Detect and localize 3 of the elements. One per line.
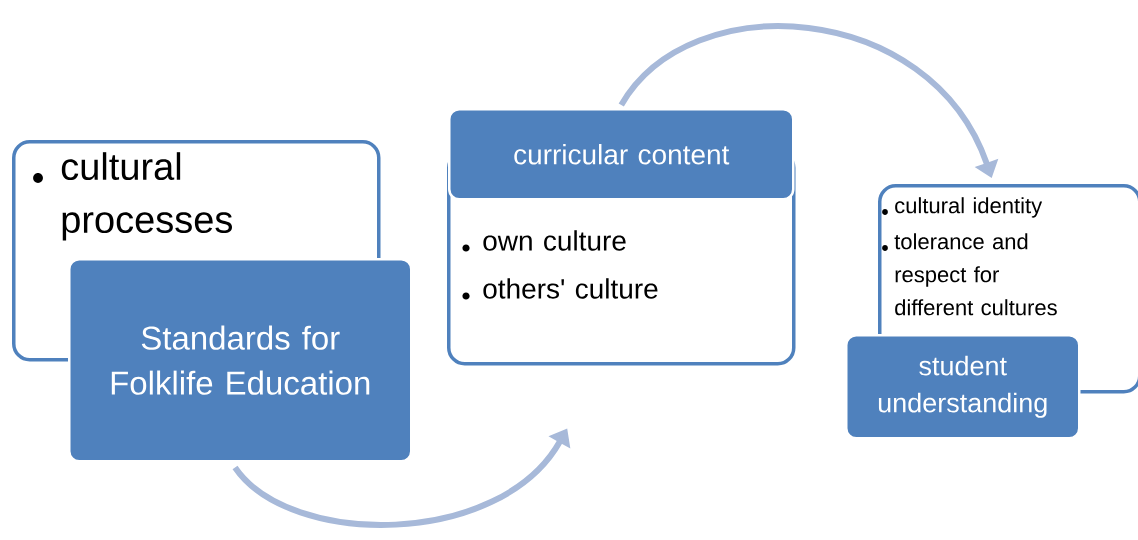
heading-box: student understanding [845, 334, 1081, 440]
heading-box: curricular content [448, 108, 795, 201]
heading-box: Standards for Folklife Education [68, 258, 413, 463]
